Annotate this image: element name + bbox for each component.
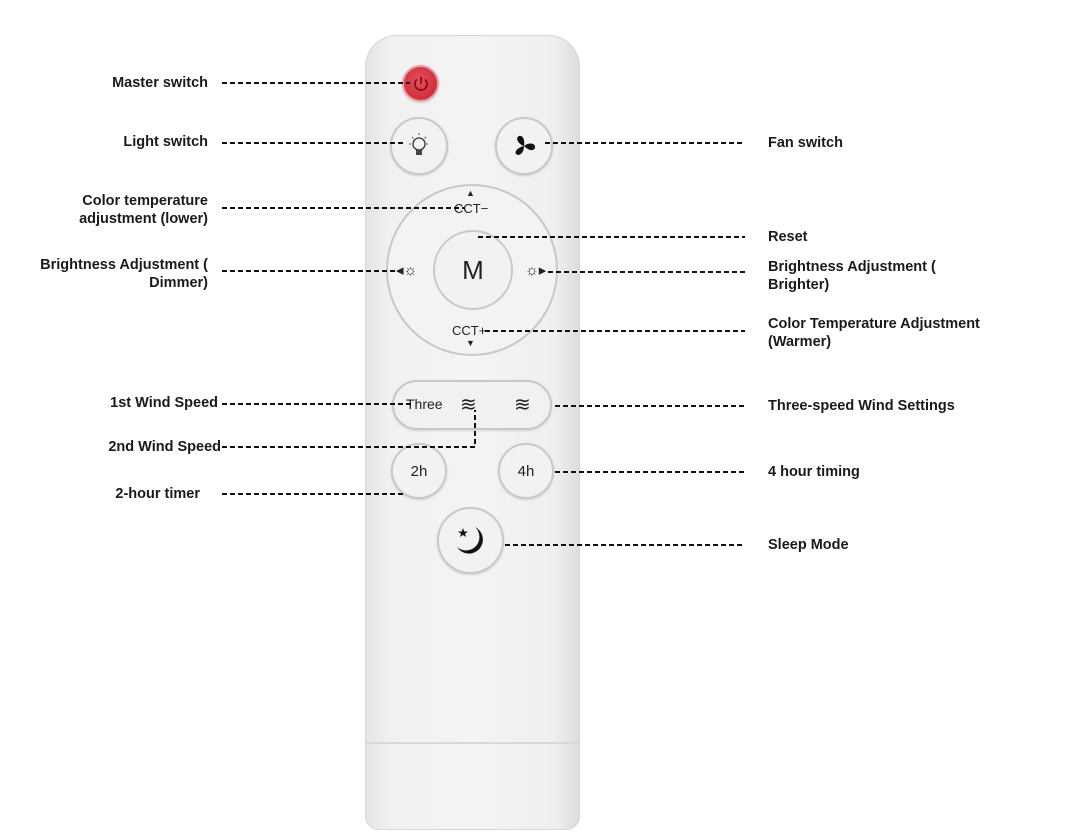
light-bulb-icon <box>409 133 429 155</box>
wind-speed-pill <box>392 380 552 430</box>
m-label: M <box>462 254 484 285</box>
label-wind-1st: 1st Wind Speed <box>110 395 218 411</box>
power-icon <box>413 76 428 91</box>
label-4h-timing: 4 hour timing <box>768 464 860 480</box>
label-2h-timer: 2-hour timer <box>115 486 200 502</box>
label-light-switch: Light switch <box>123 134 208 150</box>
label-sleep-mode: Sleep Mode <box>768 537 849 553</box>
wind-2nd-icon[interactable]: ≋ <box>460 394 477 416</box>
label-warmer-2: (Warmer) <box>768 334 832 350</box>
dimmer-sun-icon[interactable]: ◂☼ <box>396 262 418 279</box>
label-wind-2nd: 2nd Wind Speed <box>108 439 221 455</box>
timer-4h-label: 4h <box>517 462 535 480</box>
timer-4h-button[interactable]: 4h <box>498 443 554 499</box>
label-warmer-1: Color Temperature Adjustment <box>768 316 980 332</box>
label-master-switch: Master switch <box>112 75 208 91</box>
label-reset: Reset <box>768 229 808 245</box>
callout-wind-2nd <box>222 410 476 448</box>
label-fan-switch: Fan switch <box>768 135 843 151</box>
label-wind-three: Three-speed Wind Settings <box>768 398 955 414</box>
cct-plus-arrow-icon: ▼ <box>466 338 475 348</box>
timer-2h-label: 2h <box>410 462 428 480</box>
brighter-sun-icon[interactable]: ☼▸ <box>525 262 547 279</box>
moon-star-icon <box>456 526 483 554</box>
label-cct-lower-1: Color temperature <box>82 193 208 209</box>
fan-switch-button[interactable] <box>495 117 553 175</box>
reset-m-button[interactable]: M <box>433 230 513 310</box>
label-brighter-1: Brightness Adjustment ( <box>768 259 936 275</box>
battery-cover-seam <box>365 742 580 744</box>
wind-three-icon[interactable]: ≋ <box>514 394 531 416</box>
cct-minus-button[interactable]: CCT− <box>454 201 489 216</box>
label-cct-lower-2: adjustment (lower) <box>79 211 208 227</box>
fan-icon <box>515 135 536 155</box>
label-dimmer-1: Brightness Adjustment ( <box>40 257 208 273</box>
label-brighter-2: Brighter) <box>768 277 830 293</box>
light-switch-button[interactable] <box>390 117 448 175</box>
cct-plus-button[interactable]: CCT+ <box>452 323 487 338</box>
sleep-mode-button[interactable] <box>437 507 504 574</box>
timer-2h-button[interactable]: 2h <box>391 443 447 499</box>
label-dimmer-2: Dimmer) <box>149 275 208 291</box>
three-button[interactable]: Three <box>406 396 443 412</box>
cct-minus-arrow-icon[interactable]: ▲ <box>466 188 475 198</box>
